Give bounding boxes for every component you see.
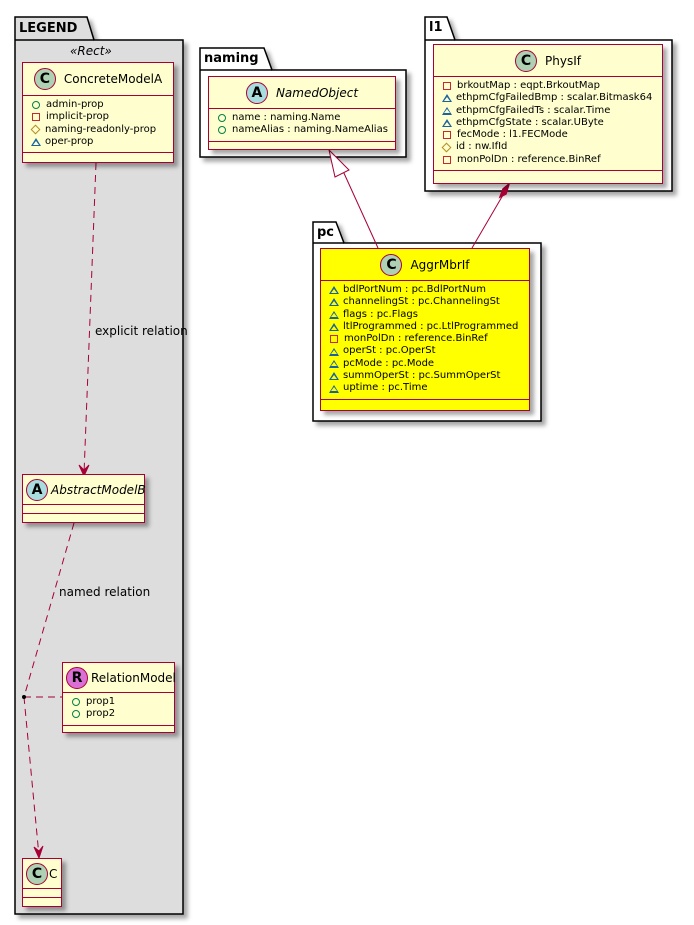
attribute-row: fecMode : l1.FECMode bbox=[442, 129, 654, 141]
class-name: PhysIf bbox=[545, 53, 581, 68]
package-visibility-icon bbox=[329, 286, 339, 295]
package-visibility-icon bbox=[329, 372, 339, 381]
attribute-row: summOperSt : pc.SummOperSt bbox=[329, 370, 521, 382]
class-header: C C bbox=[23, 859, 61, 889]
attribute-row: id : nw.IfId bbox=[441, 141, 654, 153]
class-name: RelationModel bbox=[91, 670, 176, 685]
class-abstract-model-b[interactable]: A AbstractModelB bbox=[22, 474, 146, 523]
attribute-list: bdlPortNum : pc.BdlPortNum channelingSt … bbox=[321, 281, 529, 400]
public-visibility-icon bbox=[72, 698, 80, 707]
class-header: C PhysIf bbox=[434, 45, 662, 77]
attribute-row: monPolDn : reference.BinRef bbox=[329, 333, 521, 345]
attribute-list: name : naming.Name nameAlias : naming.Na… bbox=[209, 109, 395, 142]
package-visibility-icon bbox=[329, 323, 339, 332]
class-c-icon: C bbox=[33, 68, 56, 90]
legend-stereotype: «Rect» bbox=[70, 44, 112, 58]
attribute-row: bdlPortNum : pc.BdlPortNum bbox=[329, 284, 521, 296]
class-name: NamedObject bbox=[275, 85, 359, 100]
legend-package-title: LEGEND bbox=[19, 21, 78, 36]
attribute-row: uptime : pc.Time bbox=[329, 382, 521, 394]
attribute-row: monPolDn : reference.BinRef bbox=[442, 154, 654, 166]
package-visibility-icon bbox=[442, 94, 452, 103]
naming-package-title: naming bbox=[204, 51, 259, 66]
class-phys-if[interactable]: C PhysIf brkoutMap : eqpt.BrkoutMap ethp… bbox=[433, 44, 663, 184]
class-c[interactable]: C C bbox=[22, 858, 62, 907]
attribute-row: pcMode : pc.Mode bbox=[329, 358, 521, 370]
pc-package-title: pc bbox=[317, 225, 335, 240]
class-header: C AggrMbrIf bbox=[321, 249, 529, 281]
attribute-row: oper-prop bbox=[31, 136, 165, 148]
public-visibility-icon bbox=[218, 114, 226, 123]
package-visibility-icon bbox=[329, 298, 339, 307]
relation-r-icon: R bbox=[66, 666, 88, 689]
attribute-row: naming-readonly-prop bbox=[30, 124, 165, 136]
class-header: A NamedObject bbox=[209, 77, 395, 109]
attribute-row: admin-prop bbox=[31, 99, 165, 111]
class-aggr-mbr-if[interactable]: C AggrMbrIf bdlPortNum : pc.BdlPortNum c… bbox=[320, 248, 530, 411]
class-relation-model[interactable]: R RelationModel prop1 prop2 bbox=[62, 662, 176, 733]
package-visibility-icon bbox=[442, 119, 452, 128]
named-relation-label: named relation bbox=[59, 585, 151, 599]
attribute-row: nameAlias : naming.NameAlias bbox=[217, 124, 388, 136]
abstract-a-icon: A bbox=[26, 478, 48, 501]
private-visibility-icon bbox=[443, 82, 451, 91]
public-visibility-icon bbox=[72, 710, 80, 719]
attribute-row: flags : pc.Flags bbox=[329, 309, 521, 321]
package-visibility-icon bbox=[329, 384, 339, 393]
private-visibility-icon bbox=[443, 131, 451, 140]
attribute-list: brkoutMap : eqpt.BrkoutMap ethpmCfgFaile… bbox=[434, 77, 662, 172]
attribute-list: admin-prop implicit-prop naming-readonly… bbox=[23, 96, 173, 154]
attribute-row: channelingSt : pc.ChannelingSt bbox=[329, 296, 521, 308]
package-visibility-icon bbox=[442, 106, 452, 115]
attribute-row: prop2 bbox=[71, 708, 166, 720]
protected-visibility-icon bbox=[30, 124, 41, 135]
class-header: A AbstractModelB bbox=[23, 475, 146, 505]
class-header: C ConcreteModelA bbox=[23, 63, 173, 96]
named-relation-edge bbox=[22, 522, 75, 860]
attribute-row: prop1 bbox=[71, 696, 166, 708]
class-header: R RelationModel bbox=[63, 663, 176, 693]
attribute-row: ltlProgrammed : pc.LtlProgrammed bbox=[329, 321, 521, 333]
class-c-icon: C bbox=[515, 49, 538, 72]
attribute-row: ethpmCfgFailedBmp : scalar.Bitmask64 bbox=[442, 92, 654, 104]
explicit-relation-edge bbox=[78, 162, 97, 478]
public-visibility-icon bbox=[32, 101, 40, 110]
attribute-list: prop1 prop2 bbox=[63, 693, 174, 726]
class-name: AggrMbrIf bbox=[410, 257, 470, 272]
class-name: C bbox=[49, 866, 58, 881]
private-visibility-icon bbox=[443, 155, 451, 164]
explicit-relation-label: explicit relation bbox=[95, 324, 188, 338]
package-visibility-icon bbox=[329, 359, 339, 368]
attribute-row: operSt : pc.OperSt bbox=[329, 345, 521, 357]
class-name: AbstractModelB bbox=[51, 482, 146, 497]
attribute-row: ethpmCfgFailedTs : scalar.Time bbox=[442, 105, 654, 117]
protected-visibility-icon bbox=[441, 142, 452, 153]
package-visibility-icon bbox=[329, 347, 339, 356]
inheritance-edge bbox=[328, 148, 379, 249]
package-visibility-icon bbox=[329, 310, 339, 319]
attribute-row: name : naming.Name bbox=[217, 112, 387, 124]
l1-package-title: l1 bbox=[429, 20, 443, 35]
class-concrete-model-a[interactable]: C ConcreteModelA admin-prop implicit-pro… bbox=[22, 62, 174, 163]
private-visibility-icon bbox=[330, 335, 338, 344]
class-named-object[interactable]: A NamedObject name : naming.Name nameAli… bbox=[208, 76, 396, 150]
private-visibility-icon bbox=[32, 113, 40, 122]
class-c-icon: C bbox=[26, 862, 48, 885]
public-visibility-icon bbox=[218, 126, 226, 135]
package-visibility-icon bbox=[31, 138, 41, 147]
abstract-a-icon: A bbox=[245, 81, 268, 104]
attribute-row: ethpmCfgState : scalar.UByte bbox=[442, 117, 654, 129]
class-c-icon: C bbox=[380, 253, 403, 276]
attribute-row: brkoutMap : eqpt.BrkoutMap bbox=[442, 80, 654, 92]
composition-edge bbox=[471, 181, 511, 249]
class-name: ConcreteModelA bbox=[63, 72, 163, 86]
attribute-row: implicit-prop bbox=[31, 111, 165, 123]
